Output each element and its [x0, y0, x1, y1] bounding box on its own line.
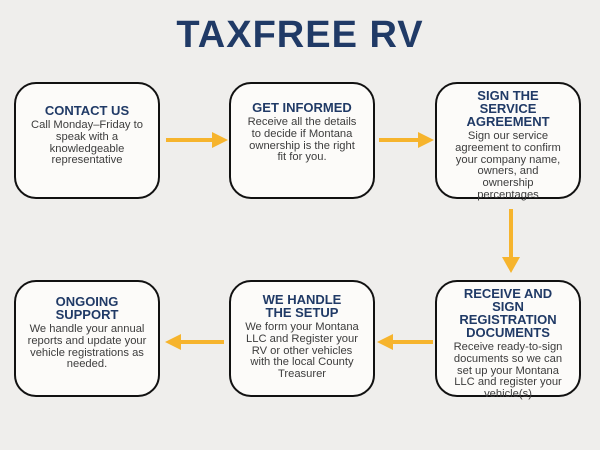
step-sign-the-service-agreement: SIGN THE SERVICE AGREEMENT Sign our serv… — [435, 82, 581, 201]
step-we-handle-the-setup: WE HANDLE THE SETUP We form your Montana… — [229, 280, 375, 397]
step-heading: RECEIVE AND SIGN REGISTRATION DOCUMENTS — [459, 286, 557, 340]
step-body: Sign our service agreement to confirm yo… — [455, 130, 561, 201]
step-heading: CONTACT US — [44, 103, 130, 118]
arrow-down-icon — [502, 209, 520, 273]
arrow-left-icon — [165, 334, 224, 350]
arrow-head — [377, 334, 393, 350]
arrow-head — [165, 334, 181, 350]
arrow-left-icon — [377, 334, 433, 350]
step-body: Receive ready-to-sign documents so we ca… — [453, 341, 563, 400]
step-heading: WE HANDLE THE SETUP — [262, 292, 342, 320]
arrow-head — [418, 132, 434, 148]
arrow-head — [502, 257, 520, 273]
step-body: We handle your annual reports and update… — [27, 323, 147, 371]
arrow-head — [212, 132, 228, 148]
page-title: TAXFREE RV — [176, 14, 424, 56]
step-body: We form your Montana LLC and Register yo… — [245, 321, 359, 380]
arrow-shaft — [166, 138, 212, 142]
arrow-shaft — [379, 138, 418, 142]
step-heading: ONGOING SUPPORT — [55, 294, 119, 322]
step-body: Receive all the details to decide if Mon… — [247, 116, 357, 164]
step-body: Call Monday–Friday to speak with a knowl… — [31, 119, 143, 167]
arrow-shaft — [393, 340, 433, 344]
step-heading: SIGN THE SERVICE AGREEMENT — [466, 88, 550, 129]
arrow-shaft — [509, 209, 513, 257]
arrow-shaft — [181, 340, 224, 344]
step-ongoing-support: ONGOING SUPPORT We handle your annual re… — [14, 280, 160, 397]
step-receive-and-sign-registration-documents: RECEIVE AND SIGN REGISTRATION DOCUMENTS … — [435, 280, 581, 400]
arrow-right-icon — [379, 132, 434, 148]
arrow-right-icon — [166, 132, 228, 148]
step-heading: GET INFORMED — [252, 100, 352, 115]
step-get-informed: GET INFORMED Receive all the details to … — [229, 82, 375, 199]
step-contact-us: CONTACT US Call Monday–Friday to speak w… — [14, 82, 160, 199]
